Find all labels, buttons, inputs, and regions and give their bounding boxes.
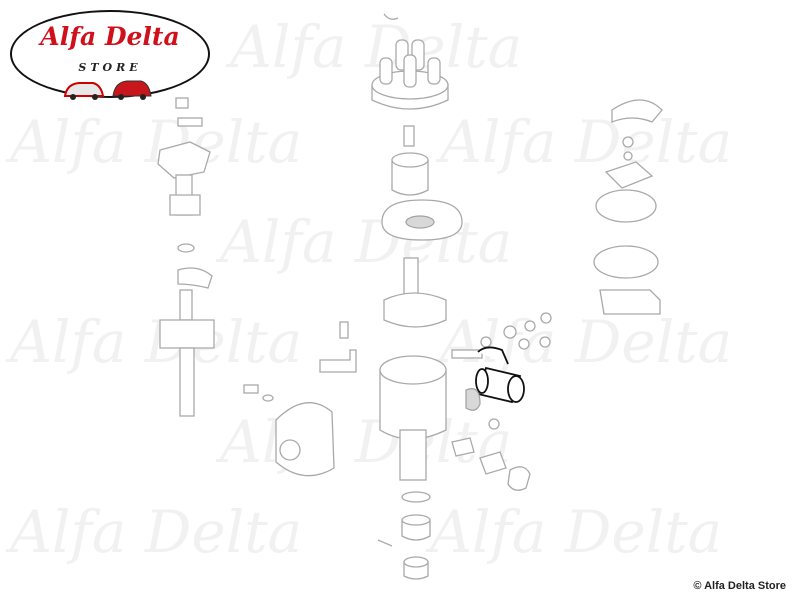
logo-title: Alfa Delta bbox=[40, 22, 180, 51]
bracket[interactable] bbox=[319, 349, 357, 373]
copyright-text: © Alfa Delta Store bbox=[693, 580, 786, 592]
alfa-delta-store-logo[interactable]: Alfa Delta STORE bbox=[8, 8, 210, 100]
pin[interactable] bbox=[377, 539, 393, 547]
coupling[interactable] bbox=[403, 556, 429, 580]
clip[interactable] bbox=[383, 13, 399, 20]
logo-subtitle: STORE bbox=[78, 61, 142, 74]
condenser-highlighted[interactable] bbox=[475, 346, 525, 404]
cars-icon bbox=[63, 80, 152, 100]
drive-gear[interactable] bbox=[401, 514, 431, 541]
washer[interactable] bbox=[401, 491, 431, 503]
nuts-and-washers[interactable] bbox=[451, 312, 552, 359]
logo-oval bbox=[10, 10, 210, 98]
distributor-body[interactable] bbox=[379, 355, 447, 481]
breaker-plate[interactable] bbox=[381, 199, 463, 241]
screw[interactable] bbox=[339, 321, 349, 339]
distributor-cap[interactable] bbox=[371, 39, 449, 110]
shaft-assembly[interactable] bbox=[383, 257, 447, 328]
vacuum-unit[interactable] bbox=[243, 384, 335, 477]
spring[interactable] bbox=[403, 125, 415, 147]
rotor[interactable] bbox=[391, 152, 429, 196]
left-shaft-assembly[interactable] bbox=[157, 97, 215, 417]
right-breaker-assembly[interactable] bbox=[593, 99, 663, 315]
terminal-assembly[interactable] bbox=[451, 418, 531, 491]
cam-lobe[interactable] bbox=[465, 388, 481, 411]
